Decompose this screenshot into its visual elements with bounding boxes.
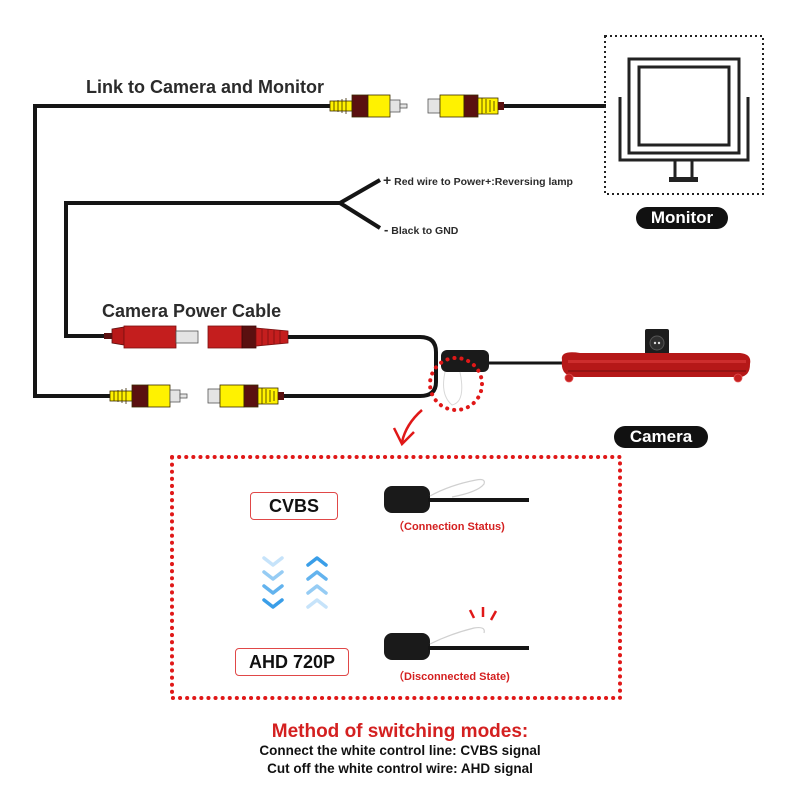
link-title: Link to Camera and Monitor	[86, 77, 325, 97]
rca-female-connector-bottom	[207, 384, 285, 408]
chevrons-down-icon	[262, 556, 284, 609]
disconnected-state-note: （Disconnected State)	[393, 671, 510, 683]
camera-badge: Camera	[614, 426, 708, 448]
ahd-mode-label: AHD 720P	[235, 648, 349, 676]
power-cable-title: Camera Power Cable	[102, 301, 282, 321]
red-wire-note: + Red wire to Power+:Reversing lamp	[383, 172, 573, 188]
connection-status-note: （Connection Status)	[393, 521, 505, 533]
cvbs-connected-cable	[384, 478, 529, 513]
ahd-disconnected-cable	[384, 607, 529, 660]
rca-male-connector-bottom	[109, 384, 188, 408]
power-connector-female	[207, 325, 289, 349]
monitor-icon	[604, 35, 764, 195]
black-wire-note: - Black to GND	[384, 222, 458, 237]
switching-method-line-2: Cut off the white control wire: AHD sign…	[267, 761, 533, 776]
chevrons-up-icon	[306, 556, 328, 609]
switching-method-title: Method of switching modes:	[271, 721, 529, 742]
monitor-badge: Monitor	[636, 207, 728, 229]
plus-sign: +	[383, 172, 392, 188]
brake-light-camera-icon	[561, 329, 751, 383]
power-connector-male	[104, 325, 199, 349]
minus-sign: -	[384, 222, 389, 237]
mode-switch-panel	[170, 455, 622, 700]
rca-male-connector-top	[329, 94, 408, 118]
power-split-wires	[64, 178, 382, 338]
highlight-circle	[428, 356, 484, 412]
camera-harness-cable	[284, 335, 562, 406]
cvbs-mode-label: CVBS	[250, 492, 338, 520]
red-wire-text: Red wire to Power+:Reversing lamp	[394, 176, 573, 188]
switching-method-line-1: Connect the white control line: CVBS sig…	[259, 743, 541, 758]
pointer-arrow	[392, 409, 423, 447]
video-link-cable	[33, 104, 606, 398]
rca-female-connector-top	[427, 94, 505, 118]
black-wire-text: Black to GND	[391, 225, 459, 237]
